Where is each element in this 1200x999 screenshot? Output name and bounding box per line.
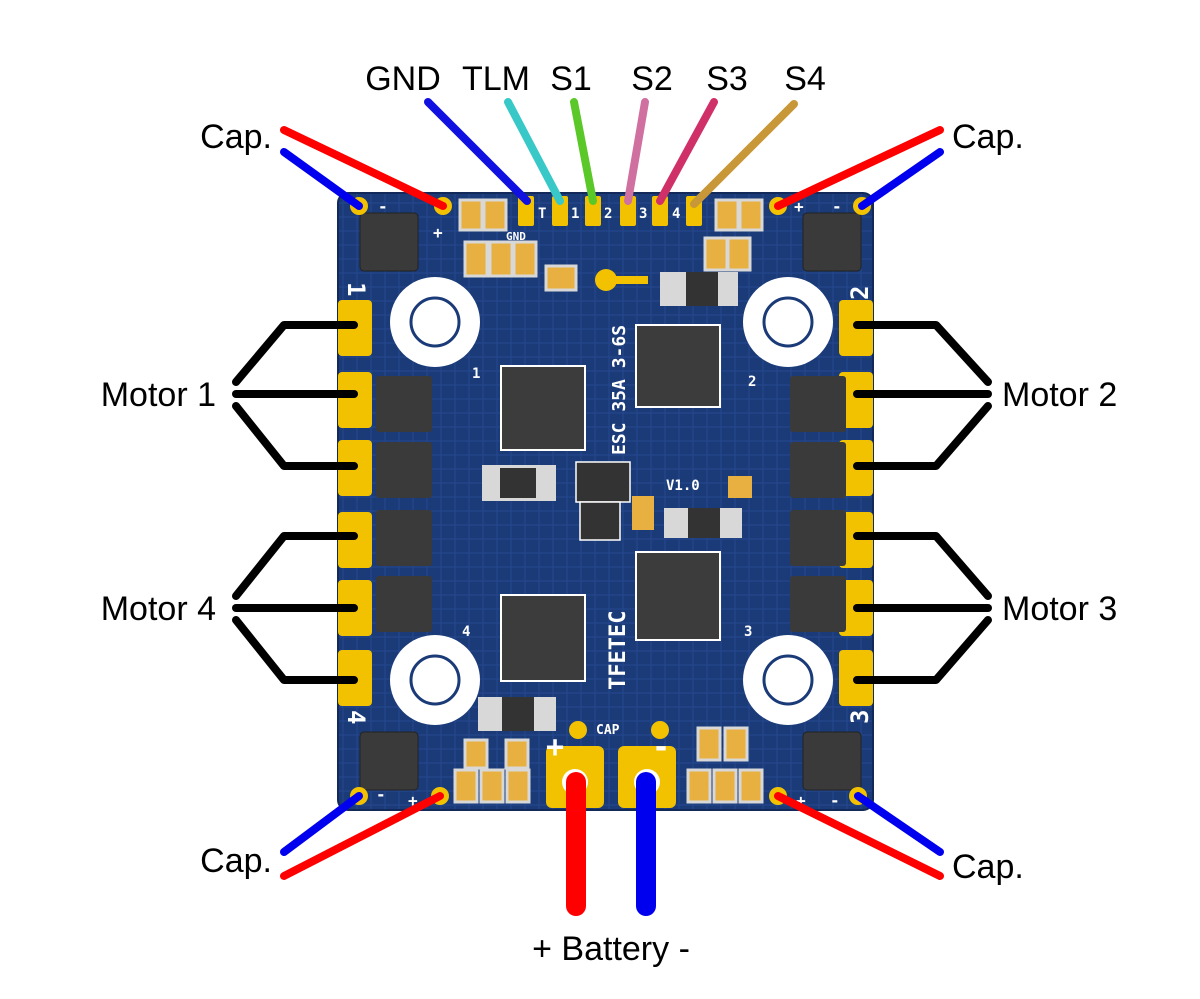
label-s2: S2 bbox=[631, 60, 673, 98]
motor2-wire-c bbox=[853, 402, 992, 470]
chip-number-3: 3 bbox=[744, 624, 752, 640]
label-gnd: GND bbox=[365, 60, 441, 98]
cap-pad-marking: CAP bbox=[596, 723, 620, 738]
brand-marking: TFETEC bbox=[606, 611, 631, 690]
s4-wire bbox=[690, 100, 798, 208]
plus-marking-top-right: + bbox=[794, 197, 804, 216]
cap-top-left-negative-wire bbox=[280, 148, 363, 210]
signal-wires bbox=[424, 98, 798, 208]
motor4-wire-c bbox=[232, 616, 358, 684]
side-mosfets bbox=[376, 376, 846, 632]
mounting-holes bbox=[390, 277, 833, 725]
chip-number-2: 2 bbox=[748, 374, 756, 390]
tlm-wire bbox=[504, 98, 564, 205]
motor-wires bbox=[232, 321, 992, 684]
cap-bottom-right-negative-wire bbox=[854, 792, 944, 856]
motor1-wire-a bbox=[232, 321, 358, 386]
minus-marking-bottom-left: - bbox=[376, 785, 386, 804]
corner-number-4: 4 bbox=[342, 710, 370, 724]
label-cap-top-right: Cap. bbox=[952, 118, 1024, 156]
motor4-wire-a bbox=[232, 532, 358, 600]
s3-wire bbox=[656, 98, 718, 205]
pad-marking-t: T bbox=[538, 206, 546, 222]
s2-wire bbox=[624, 98, 649, 205]
motor3-wire-c bbox=[853, 616, 992, 684]
corner-number-3: 3 bbox=[846, 710, 874, 724]
minus-marking-bottom-right: - bbox=[830, 791, 840, 810]
version-marking: V1.0 bbox=[666, 478, 700, 494]
label-s3: S3 bbox=[706, 60, 748, 98]
pad-marking-1: 1 bbox=[571, 206, 579, 222]
battery-minus-marking: - bbox=[652, 730, 670, 765]
plus-marking-bottom-right: + bbox=[796, 791, 806, 810]
cap-top-right-negative-wire bbox=[858, 148, 944, 210]
diagram-labels: GND TLM S1 S2 S3 S4 Cap. Cap. Cap. Cap. … bbox=[101, 60, 1118, 968]
corner-number-1: 1 bbox=[342, 282, 370, 296]
label-cap-bottom-left: Cap. bbox=[200, 842, 272, 880]
minus-marking-top-left: - bbox=[378, 197, 388, 216]
label-motor-4: Motor 4 bbox=[101, 590, 216, 628]
gnd-wire bbox=[424, 98, 531, 205]
battery-wires bbox=[566, 772, 656, 916]
chip-number-4: 4 bbox=[462, 624, 470, 640]
product-marking: ESC 35A 3-6S bbox=[609, 325, 630, 455]
board-silkscreen: ESC 35A 3-6S V1.0 TFETEC GND CAP T 1 2 3… bbox=[342, 197, 874, 810]
label-battery: + Battery - bbox=[532, 930, 690, 968]
cap-bottom-left-negative-wire bbox=[280, 792, 363, 856]
motor1-wire-c bbox=[232, 402, 358, 470]
cap-bottom-left-positive-wire bbox=[280, 792, 444, 880]
cap-top-left-positive-wire bbox=[280, 126, 447, 210]
s1-wire bbox=[570, 98, 597, 205]
label-motor-3: Motor 3 bbox=[1002, 590, 1117, 628]
minus-marking-top-right: - bbox=[832, 197, 842, 216]
plus-marking-bottom-left: + bbox=[408, 791, 418, 810]
pad-marking-2: 2 bbox=[604, 206, 612, 222]
label-s1: S1 bbox=[550, 60, 592, 98]
cap-top-right-positive-wire bbox=[774, 126, 944, 210]
pad-marking-4: 4 bbox=[672, 206, 680, 222]
label-cap-bottom-right: Cap. bbox=[952, 848, 1024, 886]
corner-mosfets bbox=[359, 212, 862, 791]
label-tlm: TLM bbox=[462, 60, 530, 98]
motor3-wire-a bbox=[853, 532, 992, 600]
motor2-wire-a bbox=[853, 321, 992, 386]
label-s4: S4 bbox=[784, 60, 826, 98]
cap-wires bbox=[280, 126, 944, 880]
gnd-pad-marking: GND bbox=[506, 230, 526, 243]
capacitor-packs bbox=[453, 198, 764, 804]
cap-bottom-right-positive-wire bbox=[774, 792, 944, 880]
battery-plus-marking: + bbox=[546, 730, 564, 765]
chip-number-1: 1 bbox=[472, 366, 480, 382]
label-motor-1: Motor 1 bbox=[101, 376, 216, 414]
center-components bbox=[478, 269, 752, 731]
label-cap-top-left: Cap. bbox=[200, 118, 272, 156]
pad-marking-3: 3 bbox=[639, 206, 647, 222]
plus-marking-top-left: + bbox=[433, 223, 443, 242]
mcu-chips bbox=[500, 324, 721, 682]
label-motor-2: Motor 2 bbox=[1002, 376, 1117, 414]
corner-number-2: 2 bbox=[846, 286, 874, 300]
